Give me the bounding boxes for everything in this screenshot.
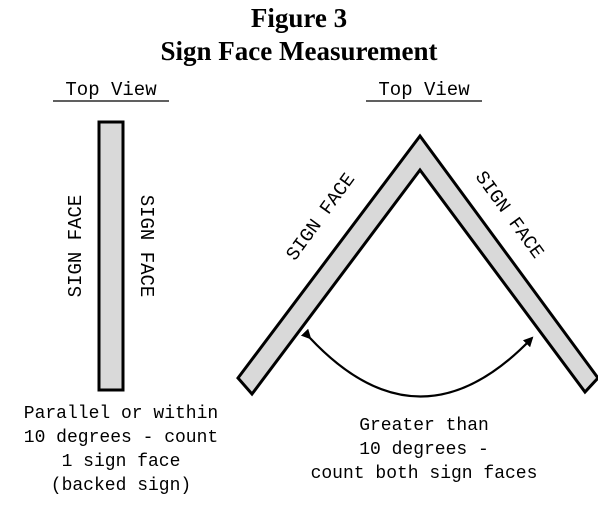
left-panel: Top View SIGN FACE SIGN FACE Parallel or… xyxy=(24,79,218,496)
figure-subtitle: Sign Face Measurement xyxy=(161,36,438,66)
left-sign-face-label: SIGN FACE xyxy=(65,195,87,298)
left-caption-line-2: 10 degrees - count xyxy=(24,428,218,448)
angle-double-arrow xyxy=(300,328,534,398)
figure-title: Figure 3 xyxy=(251,3,347,33)
right-caption-line-3: count both sign faces xyxy=(311,464,538,484)
v-shaped-sign-board xyxy=(236,133,598,397)
right-caption-line-1: Greater than xyxy=(359,416,489,436)
backed-sign-board xyxy=(97,120,125,392)
right-sign-face-label: SIGN FACE xyxy=(135,195,157,298)
left-caption-line-4: (backed sign) xyxy=(51,476,191,496)
right-panel: Top View SIGN FACE SIGN FACE Greater tha… xyxy=(236,79,598,484)
right-view-label: Top View xyxy=(378,79,470,101)
right-caption-line-2: 10 degrees - xyxy=(359,440,489,460)
left-caption-line-1: Parallel or within xyxy=(24,404,218,424)
left-view-label: Top View xyxy=(65,79,157,101)
left-caption-line-3: 1 sign face xyxy=(62,452,181,472)
